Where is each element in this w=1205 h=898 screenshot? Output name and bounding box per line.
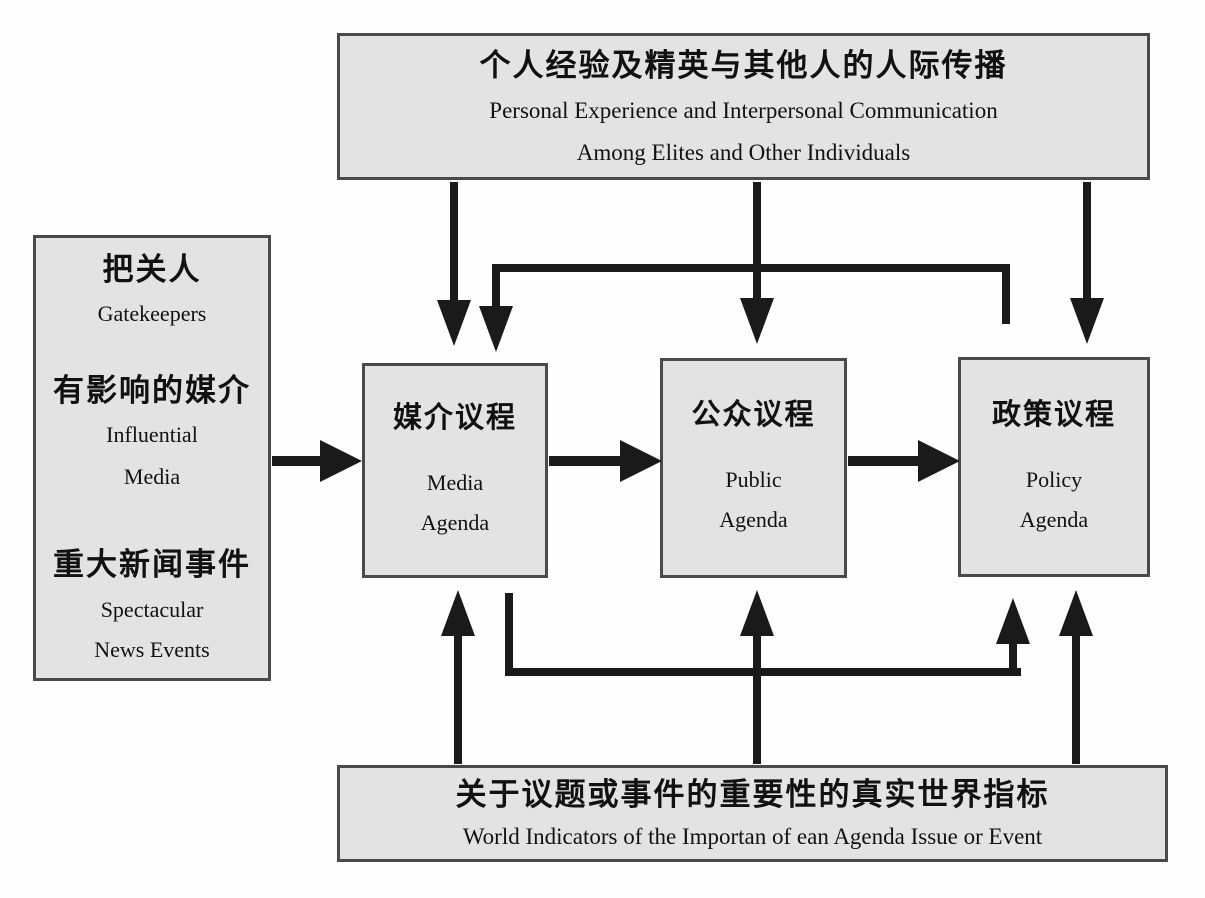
bracket-bottom-horizontal-seg	[505, 668, 1021, 676]
arrow-indicators-to-media-shaft	[454, 634, 462, 764]
arrow-personal-to-public-head	[740, 298, 774, 344]
node-sources-gatekeepers-zh: 把关人	[102, 252, 202, 287]
node-public-agenda: 公众议程 Public Agenda	[660, 358, 847, 578]
node-real-world-indicators-label-zh: 关于议题或事件的重要性的真实世界指标	[455, 777, 1050, 812]
node-policy-agenda-label-en2: Agenda	[1019, 507, 1089, 532]
arrow-indicators-to-public-head	[740, 590, 774, 636]
node-real-world-indicators-label-en: World Indicators of the Importan of ean …	[462, 824, 1043, 849]
node-policy-agenda-label-en1: Policy	[1025, 467, 1083, 492]
arrow-indicators-to-public-shaft	[753, 634, 761, 764]
arrow-indicators-to-policy-head	[1059, 590, 1093, 636]
arrow-sources-to-media-shaft	[272, 456, 322, 466]
arrow-indicators-to-policy-shaft	[1072, 634, 1080, 764]
arrow-media-to-public-shaft	[549, 456, 622, 466]
bracket-top-left-seg	[492, 264, 500, 308]
node-personal-experience-label-zh: 个人经验及精英与其他人的人际传播	[479, 48, 1008, 83]
arrow-personal-to-policy-head	[1070, 298, 1104, 344]
node-sources-influential-en: Influential	[106, 422, 198, 447]
node-personal-experience-label-en1: Personal Experience and Interpersonal Co…	[489, 98, 998, 123]
node-sources-news-events-zh: 重大新闻事件	[53, 547, 251, 582]
arrow-media-to-public-head	[620, 440, 662, 482]
node-policy-agenda-label-zh: 政策议程	[991, 399, 1116, 431]
arrow-personal-to-policy-shaft	[1083, 182, 1091, 302]
node-media-agenda-label-en2: Agenda	[420, 510, 490, 535]
bracket-bottom-to-policy-head	[996, 598, 1030, 644]
arrow-sources-to-media-head	[320, 440, 362, 482]
node-sources-media-en: Media	[123, 464, 181, 489]
node-policy-agenda: 政策议程 Policy Agenda	[958, 357, 1150, 577]
bracket-bottom-right-seg	[1009, 640, 1017, 672]
node-media-agenda-label-en1: Media	[426, 470, 484, 495]
node-sources-spectacular-en: Spectacular	[100, 597, 204, 622]
node-sources-news-events-en: News Events	[94, 637, 210, 662]
arrow-personal-to-media-shaft	[450, 182, 458, 304]
node-personal-experience: 个人经验及精英与其他人的人际传播 Personal Experience and…	[337, 33, 1150, 180]
arrow-public-to-policy-shaft	[848, 456, 920, 466]
node-real-world-indicators: 关于议题或事件的重要性的真实世界指标 World Indicators of t…	[337, 765, 1168, 862]
node-sources-gatekeepers-en: Gatekeepers	[97, 301, 207, 326]
arrow-personal-to-public-shaft	[753, 182, 761, 302]
bracket-top-right-seg	[1002, 264, 1010, 324]
bracket-bottom-left-seg	[505, 593, 513, 676]
bracket-top-to-media-head	[479, 306, 513, 352]
node-sources: 把关人 Gatekeepers 有影响的媒介 Influential Media…	[33, 235, 271, 681]
node-public-agenda-label-zh: 公众议程	[691, 399, 816, 431]
node-media-agenda-label-zh: 媒介议程	[392, 402, 517, 434]
arrow-public-to-policy-head	[918, 440, 960, 482]
node-public-agenda-label-en2: Agenda	[719, 507, 788, 532]
bracket-top-horizontal-seg	[492, 264, 1010, 272]
node-public-agenda-label-en1: Public	[725, 467, 782, 492]
node-sources-influential-media-zh: 有影响的媒介	[53, 373, 251, 408]
node-personal-experience-label-en2: Among Elites and Other Individuals	[576, 140, 911, 165]
arrow-personal-to-media-head	[437, 300, 471, 346]
arrow-indicators-to-media-head	[441, 590, 475, 636]
node-media-agenda: 媒介议程 Media Agenda	[362, 363, 548, 578]
